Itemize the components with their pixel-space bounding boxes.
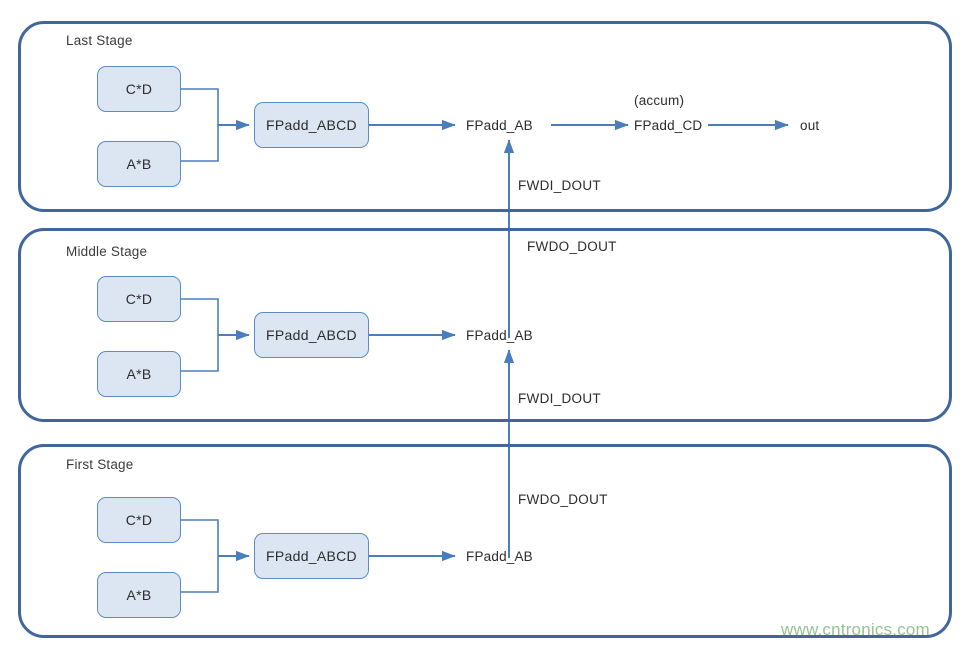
stage-container-first[interactable]	[18, 444, 952, 638]
label-fpadd-ab-last: FPadd_AB	[466, 118, 533, 133]
node-ab-first[interactable]: A*B	[97, 572, 181, 618]
wires-middle-stage	[181, 298, 456, 372]
label-fpadd-ab-middle: FPadd_AB	[466, 328, 533, 343]
stage-title-last: Last Stage	[66, 33, 133, 48]
wire-label-fwdi-dout-last: FWDI_DOUT	[518, 178, 601, 193]
stage-container-last[interactable]	[18, 21, 952, 212]
node-ab-last[interactable]: A*B	[97, 141, 181, 187]
wires-last-stage	[181, 88, 789, 162]
stage-title-first: First Stage	[66, 457, 134, 472]
stage-container-middle[interactable]	[18, 228, 952, 422]
node-cd-last[interactable]: C*D	[97, 66, 181, 112]
stage-title-middle: Middle Stage	[66, 244, 148, 259]
node-fpadd-abcd-last[interactable]: FPadd_ABCD	[254, 102, 369, 148]
label-accum-note: (accum)	[634, 93, 685, 108]
wire-label-fwdo-dout-first: FWDO_DOUT	[518, 492, 608, 507]
label-fpadd-ab-first: FPadd_AB	[466, 549, 533, 564]
node-cd-first[interactable]: C*D	[97, 497, 181, 543]
node-fpadd-abcd-first[interactable]: FPadd_ABCD	[254, 533, 369, 579]
wire-label-fwdi-dout-middle: FWDI_DOUT	[518, 391, 601, 406]
node-fpadd-abcd-middle[interactable]: FPadd_ABCD	[254, 312, 369, 358]
wire-label-fwdo-dout-middle: FWDO_DOUT	[527, 239, 617, 254]
node-ab-middle[interactable]: A*B	[97, 351, 181, 397]
node-cd-middle[interactable]: C*D	[97, 276, 181, 322]
watermark-text: www.cntronics.com	[781, 620, 930, 639]
wires-first-stage	[181, 519, 456, 593]
label-fpadd-cd: FPadd_CD	[634, 118, 703, 133]
label-out: out	[800, 118, 820, 133]
